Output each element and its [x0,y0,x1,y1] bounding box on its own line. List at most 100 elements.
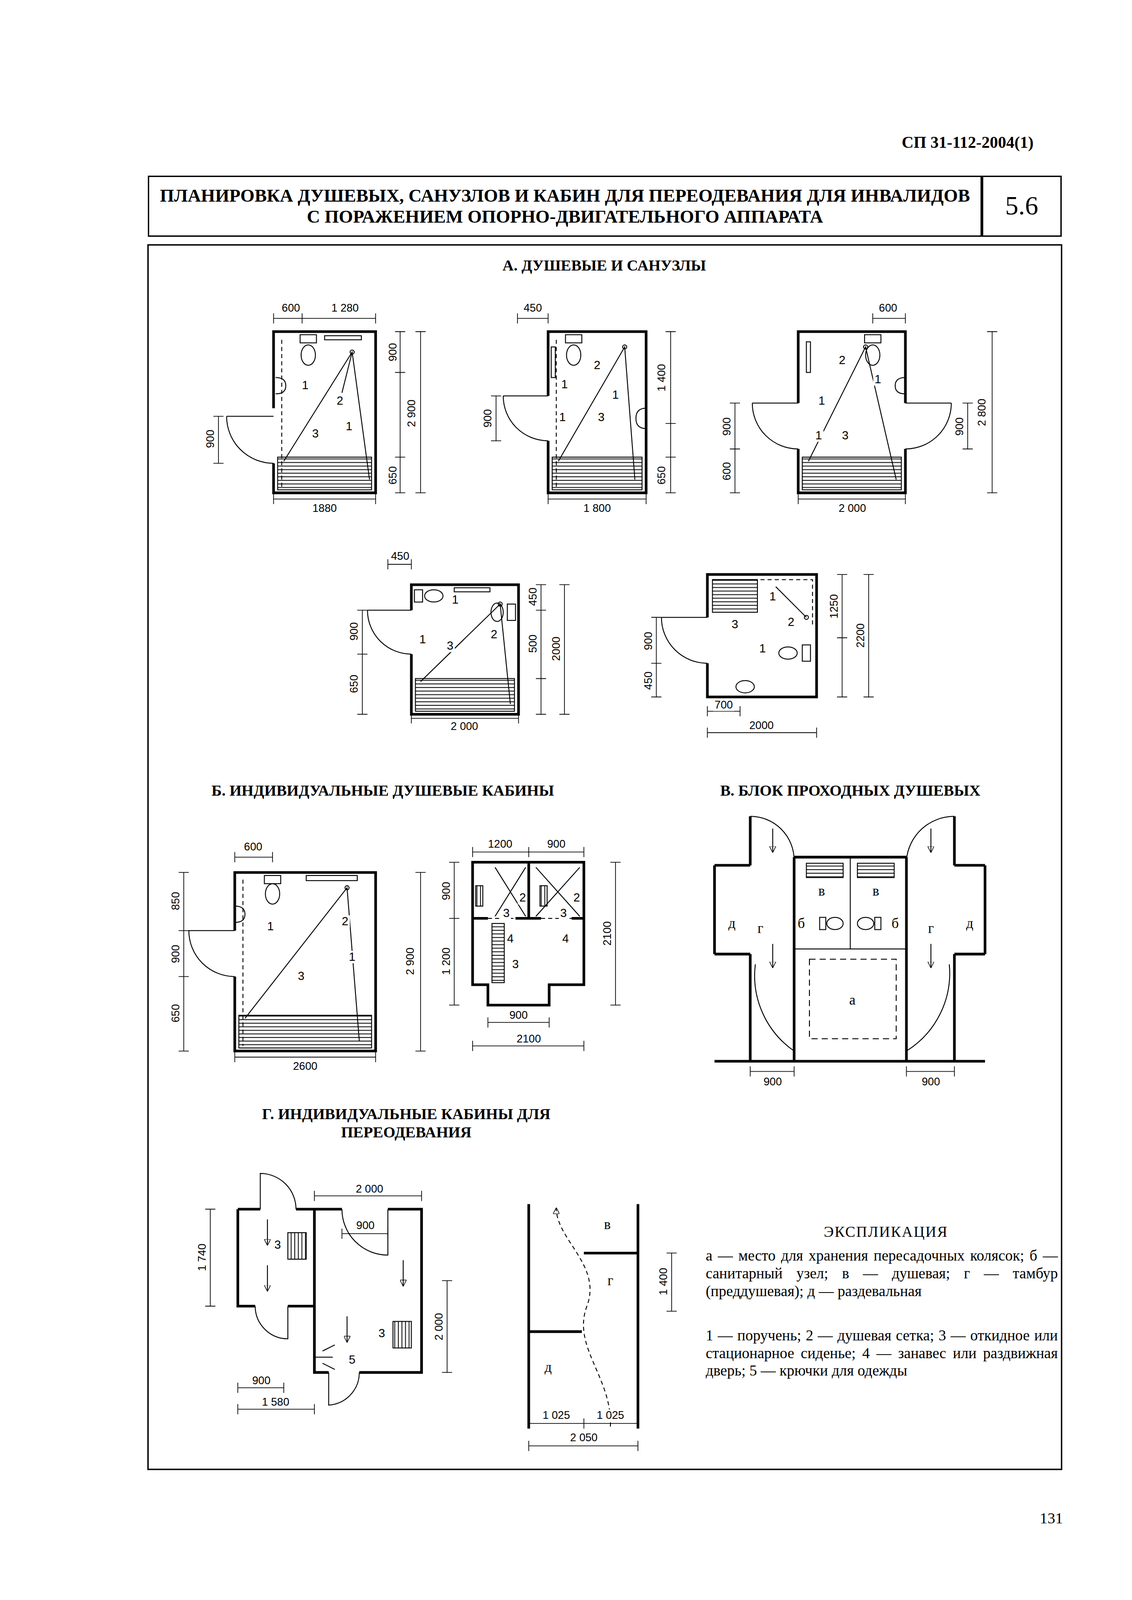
dimension-label: 850 [169,890,182,912]
dimension-label: 600 [720,460,733,482]
callout-number: 1 [559,378,569,392]
dimension-label: 700 [713,699,735,711]
plan-shower-4-part [420,604,511,705]
plan-pass-through-showers-part [930,828,932,852]
plan-shower-3 [730,313,998,505]
room-letter: г [926,921,936,937]
callout-number: 3 [296,970,306,983]
plan-shower-5-part [735,680,755,694]
callout-number: 4 [560,932,570,945]
callout-number: 3 [376,1327,387,1341]
dimension-label: 450 [522,302,544,314]
document-code: СП 31-112-2004(1) [900,134,1035,152]
plan-shower-2-part [566,344,581,366]
plan-cabin-2-part [539,885,548,907]
plan-shower-4-part [414,589,423,603]
plan-shower-2-part [636,408,647,429]
dimension-label: 2 800 [976,397,988,428]
plan-shower-1-part [277,457,372,491]
plan-pass-through-showers-part [772,944,774,968]
plan-shower-3-part [798,331,906,493]
plan-changing-passage [528,1204,677,1451]
dimension-label: 650 [348,672,360,694]
plan-shower-1-part [301,344,316,366]
dimension-label: 1 800 [582,502,613,514]
dimension-label: 900 [953,416,966,438]
callout-number: 1 [347,950,357,964]
sheet-number-box: 5.6 [981,175,1062,237]
page-number: 131 [1038,1510,1065,1527]
dimension-label: 2100 [515,1032,543,1045]
callout-number: 2 [489,628,499,642]
plan-shower-1-part [275,377,286,395]
dimension-label: 2200 [854,622,866,650]
plan-shower-1 [213,313,426,505]
dimension-label: 600 [242,841,264,853]
plan-pass-through-showers-part [930,944,932,968]
plan-shower-3-part [752,402,952,449]
plan-shower-5-part [804,615,809,620]
callout-number: 1 [813,429,824,442]
plan-pass-through-showers-part [714,816,986,1062]
plan-changing-cabins-part [255,1173,388,1406]
dimension-label: 2 000 [432,1311,445,1342]
room-letter: д [542,1360,553,1376]
plan-changing-passage-part [528,1204,638,1429]
plan-shower-3-part [806,341,811,373]
plan-shower-4-part [498,602,503,607]
explication-text: а — место для хранения пересадочных коля… [704,1246,1060,1301]
dimension-label: 900 [482,407,494,429]
dimension-label: 1 280 [329,302,360,314]
room-letter: г [756,921,765,937]
plan-changing-passage-part [528,1253,677,1452]
plan-changing-cabins-part [402,1260,404,1286]
dimension-label: 1880 [311,502,339,514]
plan-changing-cabins-part [287,1232,307,1260]
dimension-label: 1200 [486,838,514,850]
dimension-label: 2600 [291,1060,319,1073]
plan-shower-4-part [415,678,515,712]
plan-pass-through-showers-part [806,863,844,878]
plan-shower-2-part [558,346,636,480]
callout-number: 3 [730,618,740,631]
plan-cabin-1-part [178,852,426,1063]
plan-cabin-1-part [234,906,246,923]
callout-number: 1 [266,920,276,933]
dimension-label: 900 [761,1075,783,1088]
dimension-label: 450 [642,670,654,692]
plan-changing-cabins-part [392,1321,412,1348]
page-frame-part [147,245,1062,1470]
plan-cabin-2-part [491,923,505,983]
dimension-label: 2 050 [568,1432,600,1444]
plan-shower-4-part [507,604,516,621]
plan-shower-1-part [300,334,317,344]
plan-shower-3-part [730,313,998,505]
plan-cabin-2-part [448,846,621,1051]
plan-shower-1-part [349,349,355,355]
dimension-label: 1 025 [541,1409,572,1422]
dimension-label: 2000 [747,719,775,732]
explication-title: ЭКСПЛИКАЦИЯ [822,1223,950,1240]
plan-shower-5-part [775,586,807,618]
plan-changing-cabins-part [237,1209,422,1373]
plan-shower-3-part [864,334,882,344]
title-box: ПЛАНИРОВКА ДУШЕВЫХ, САНУЗЛОВ И КАБИН ДЛЯ… [147,175,982,237]
plan-shower-4-part [424,589,444,603]
dimension-label: 650 [169,1002,182,1024]
plan-changing-cabins-part [314,1345,335,1370]
dimension-label: 650 [387,464,399,486]
plan-shower-3-part [863,344,868,350]
dimension-label: 900 [920,1075,942,1088]
section-heading: Г. ИНДИВИДУАЛЬНЫЕ КАБИНЫ ДЛЯ ПЕРЕОДЕВАНИ… [258,1105,554,1143]
plan-cabin-1 [178,852,426,1063]
dimension-label: 450 [389,550,411,562]
dimension-label: 900 [545,838,567,850]
dimension-label: 650 [655,464,668,486]
plan-shower-5 [651,574,874,738]
sheet-number: 5.6 [1005,190,1039,222]
dimension-label: 900 [348,620,360,642]
plan-pass-through-showers-part [874,917,881,930]
plan-changing-cabins-part [266,1219,268,1246]
plan-shower-2 [490,313,676,505]
callout-number: 2 [335,394,345,407]
